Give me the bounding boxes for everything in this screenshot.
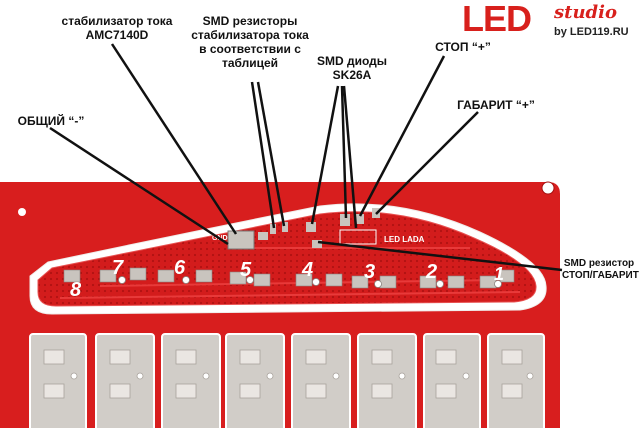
leader-resistor-a [250,81,276,229]
mounting-hole [541,181,555,195]
leader-diode-b [340,85,348,219]
channel-2: 2 [425,261,437,283]
diode-1 [306,222,316,232]
label-resistors-line3: в соответствии с [199,42,301,56]
label-diodes: SMD диоды SK26A [312,54,392,82]
channel-1: 1 [494,264,504,284]
label-stabilizer: стабилизатор тока AMC7140D [46,14,188,42]
channel-5: 5 [240,259,252,281]
label-diodes-line1: SMD диоды [316,54,388,68]
label-resistors-line2: стабилизатора тока [191,28,309,42]
label-resistor-stop-line1: SMD резистор [563,258,635,269]
mounting-hole-left [18,208,26,216]
label-gabarit: ГАБАРИТ “+” [457,98,535,112]
label-resistor-stop-line2: СТОП/ГАБАРИТ [562,270,639,281]
leader-resistor-b [256,81,286,227]
leader-common [49,126,229,246]
led-module [38,211,537,306]
channel-4: 4 [301,259,313,281]
label-resistor-stop: SMD резистор СТОП/ГАБАРИТ [562,258,639,282]
leader-resistor-stop [317,240,563,272]
logo: LED studio by LED119.RU [462,0,638,42]
leader-gabarit [375,111,479,215]
channel-3: 3 [364,261,375,283]
label-stabilizer-line1: стабилизатор тока [61,14,173,28]
label-diodes-line2: SK26A [332,68,372,82]
stabilizer-chip [227,230,255,250]
silk-brand: LED LADA [384,235,425,244]
channel-8: 8 [70,279,82,301]
label-stop: СТОП “+” [435,40,491,54]
label-stabilizer-line2: AMC7140D [85,28,149,42]
resistor-stop [312,240,322,248]
channel-7: 7 [112,257,124,279]
leader-stabilizer [110,43,238,235]
leader-stop [358,55,446,217]
label-common: ОБЩИЙ “-” [17,114,85,128]
label-resistors-line4: таблицей [221,56,279,70]
channel-6: 6 [174,257,186,279]
logo-led: LED [462,0,532,39]
logo-tagline: by LED119.RU [554,26,629,38]
leader-diode-c [342,85,358,229]
label-resistors-line1: SMD резисторы [202,14,298,28]
diode-2 [340,214,350,226]
label-resistors: SMD резисторы стабилизатора тока в соотв… [180,14,320,70]
lower-led-boards [29,333,545,428]
leader-diode-a [310,85,340,225]
logo-studio: studio [554,2,617,23]
led-pads [63,267,515,289]
leader-lines [49,43,563,272]
